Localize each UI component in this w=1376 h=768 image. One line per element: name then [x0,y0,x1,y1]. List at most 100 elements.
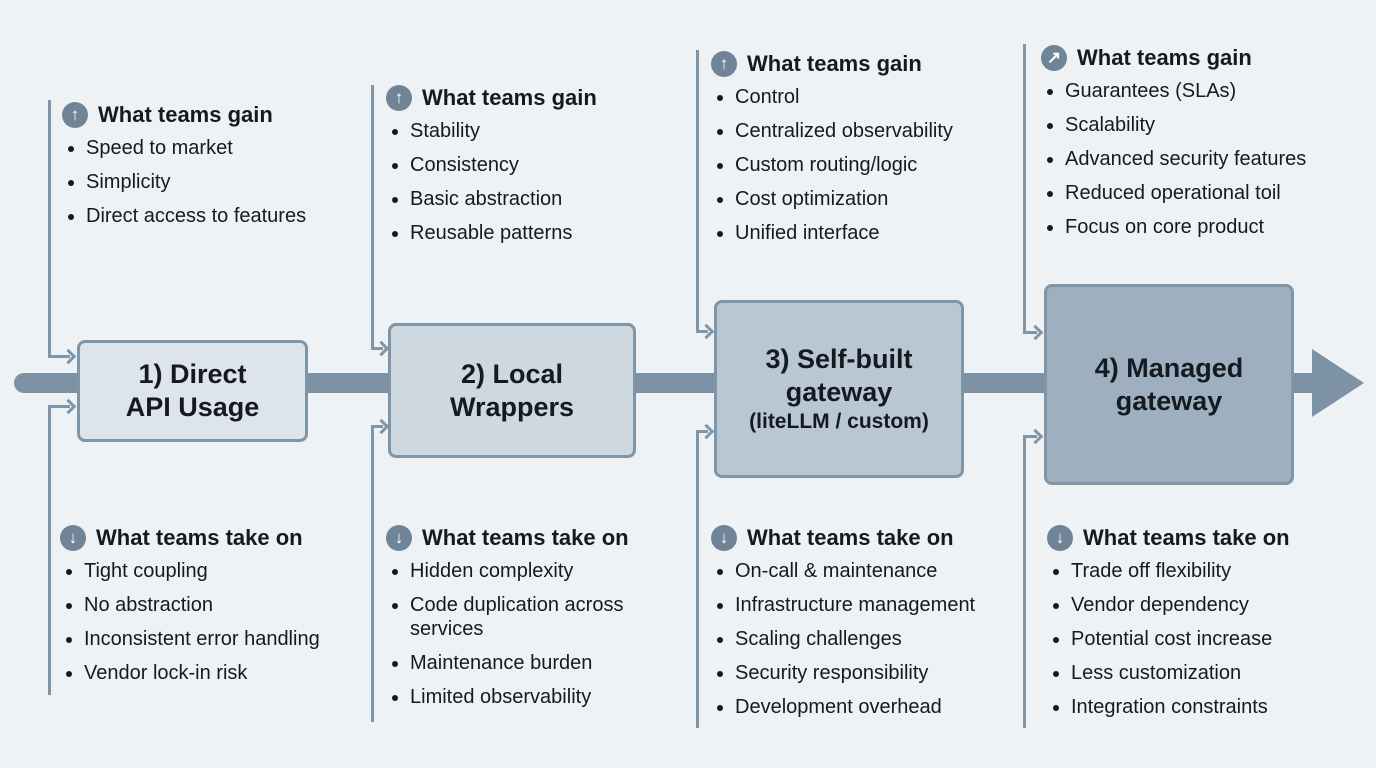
list-item: Security responsibility [711,661,975,685]
gain-connector-3 [696,50,699,333]
panel-heading: What teams take on [1083,525,1290,550]
connector-arrow-icon [1027,428,1044,445]
arrow-up-right-icon: ↗ [1041,45,1067,71]
list-item: Stability [386,119,597,143]
list-item: Inconsistent error handling [60,627,320,651]
take-connector-3 [696,430,699,728]
connector-arrow-icon [698,323,715,340]
take-connector-4 [1023,435,1026,728]
list-item: Consistency [386,153,597,177]
connector-arrow-icon [60,398,77,415]
list-item: Tight coupling [60,559,320,583]
arrow-up-icon: ↑ [62,102,88,128]
arrow-down-icon: ↓ [60,525,86,551]
list-item: Centralized observability [711,119,953,143]
stage-1-take-panel: ↓ What teams take on Tight coupling No abs… [60,525,320,695]
panel-heading: What teams gain [98,102,273,127]
gain-connector-1-h [48,355,70,358]
panel-heading: What teams take on [747,525,954,550]
arrow-up-icon: ↑ [386,85,412,111]
arrow-down-icon: ↓ [386,525,412,551]
stage-title-line2: gateway [785,377,893,407]
stage-title: 1) Direct [138,359,247,389]
stage-title: 2) Local [460,358,564,389]
timeline-spine [14,373,1324,393]
stage-4-box: 4) Managed gateway [1044,284,1294,485]
list-item: Guarantees (SLAs) [1041,79,1306,103]
list-item: Control [711,85,953,109]
list-item: Code duplication across services [386,593,656,641]
stage-title: 3) Self-built [765,344,913,374]
panel-heading: What teams gain [422,85,597,110]
take-connector-1 [48,405,51,695]
stage-3-take-panel: ↓ What teams take on On-call & maintenanc… [711,525,975,729]
arrow-down-icon: ↓ [711,525,737,551]
list-item: Vendor dependency [1047,593,1290,617]
stage-1-box: 1) Direct API Usage [77,340,308,442]
list-item: Less customization [1047,661,1290,685]
list-item: Cost optimization [711,187,953,211]
stage-title-line2: API Usage [125,392,260,422]
arrow-up-icon: ↑ [711,51,737,77]
take-connector-4-h [1023,435,1037,438]
stage-3-box: 3) Self-built gateway (liteLLM / custom) [714,300,964,478]
take-connector-1-h [48,405,70,408]
list-item: Custom routing/logic [711,153,953,177]
gain-connector-1 [48,100,51,358]
connector-arrow-icon [373,418,390,435]
take-connector-3-h [696,430,708,433]
stage-subtitle: (liteLLM / custom) [749,410,929,433]
stage-4-take-panel: ↓ What teams take on Trade off flexibilit… [1047,525,1290,729]
list-item: Integration constraints [1047,695,1290,719]
arrow-down-icon: ↓ [1047,525,1073,551]
connector-arrow-icon [373,340,390,357]
panel-heading: What teams take on [422,525,629,550]
list-item: No abstraction [60,593,320,617]
connector-arrow-icon [698,423,715,440]
stage-4-gain-panel: ↗ What teams gain Guarantees (SLAs) Scalab… [1041,45,1306,249]
list-item: Direct access to features [62,204,306,228]
list-item: Scalability [1041,113,1306,137]
panel-heading: What teams gain [1077,45,1252,70]
list-item: Hidden complexity [386,559,656,583]
gain-connector-4-h [1023,331,1037,334]
gain-connector-2-h [371,347,383,350]
connector-arrow-icon [60,348,77,365]
connector-arrow-icon [1027,324,1044,341]
list-item: Basic abstraction [386,187,597,211]
list-item: Reduced operational toil [1041,181,1306,205]
panel-heading: What teams gain [747,51,922,76]
stage-title: 4) Managed [1094,352,1244,383]
gain-connector-4 [1023,44,1026,334]
timeline-arrowhead-icon [1312,349,1364,417]
stage-title-line2: Wrappers [449,391,575,422]
panel-heading: What teams take on [96,525,303,550]
stage-title-line2: gateway [1115,385,1223,416]
list-item: Vendor lock-in risk [60,661,320,685]
list-item: Trade off flexibility [1047,559,1290,583]
stage-2-box: 2) Local Wrappers [388,323,636,458]
list-item: On-call & maintenance [711,559,975,583]
list-item: Development overhead [711,695,975,719]
list-item: Potential cost increase [1047,627,1290,651]
list-item: Focus on core product [1041,215,1306,239]
gain-connector-2 [371,85,374,350]
list-item: Unified interface [711,221,953,245]
list-item: Reusable patterns [386,221,597,245]
list-item: Limited observability [386,685,656,709]
gain-connector-3-h [696,330,708,333]
list-item: Advanced security features [1041,147,1306,171]
list-item: Simplicity [62,170,306,194]
